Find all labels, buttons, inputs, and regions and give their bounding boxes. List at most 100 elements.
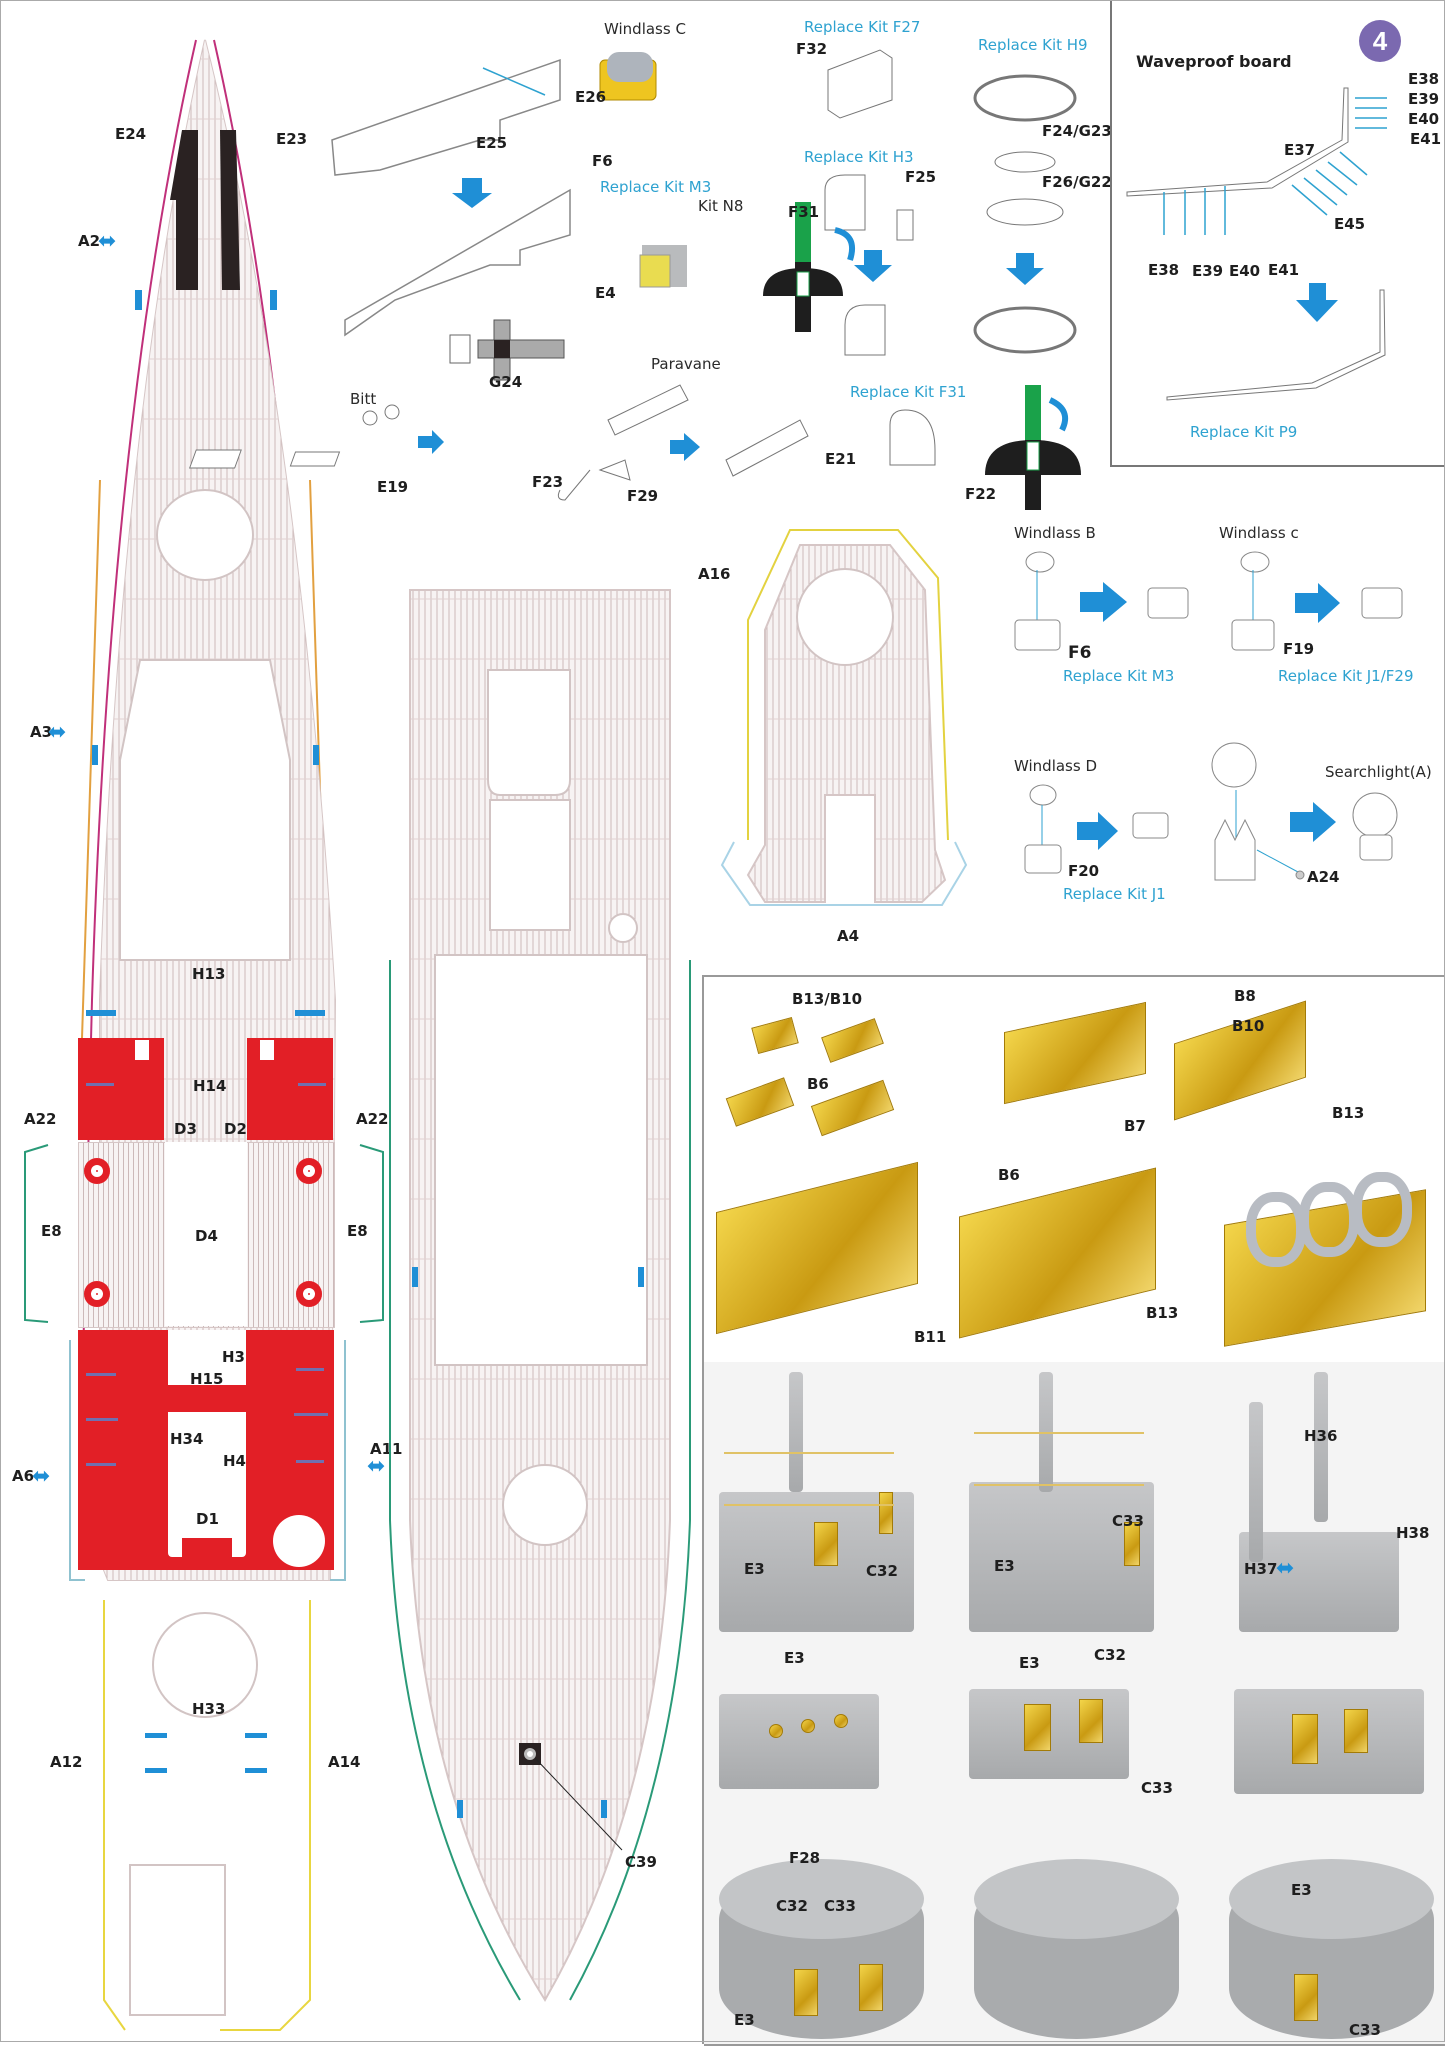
kit-n8-caption: Kit N8	[698, 197, 744, 215]
label-e39-top: E39	[1408, 90, 1440, 108]
label-a11: A11	[370, 1440, 403, 1458]
label-c33-row5: C33	[824, 1897, 856, 1915]
label-b8: B8	[1234, 987, 1256, 1005]
label-h13: H13	[192, 965, 226, 983]
photo-b7-b8: B7 B8 B10 B13	[994, 977, 1445, 1154]
label-b13-b10: B13/B10	[792, 990, 863, 1008]
label-d1: D1	[196, 1510, 219, 1528]
label-b10: B10	[1232, 1017, 1265, 1035]
windlass-c-caption: Windlass C	[604, 20, 686, 38]
label-h3: H3	[222, 1348, 245, 1366]
label-a14: A14	[328, 1753, 361, 1771]
label-b6: B6	[807, 1075, 829, 1093]
label-a22-right: A22	[356, 1110, 389, 1128]
label-c32-row4: C32	[1094, 1649, 1126, 1664]
label-e37: E37	[1284, 141, 1316, 159]
photo-grid: B13/B10 B6 B7 B8 B10 B13 B11 B6 B13 E3	[702, 975, 1445, 2046]
windlass-c-lower-caption: Windlass c	[1219, 524, 1299, 542]
label-a16: A16	[698, 565, 731, 583]
step-title: Waveproof board	[1136, 52, 1292, 71]
d4-ring-4	[296, 1281, 322, 1307]
label-a6: A6	[12, 1467, 35, 1485]
label-e24: E24	[115, 125, 147, 143]
label-c33-row3: C33	[1112, 1512, 1144, 1530]
h13-marker-right	[295, 1010, 325, 1016]
bitt-caption: Bitt	[350, 390, 377, 408]
photo-b11-b6-b13: B11 B6 B13	[704, 1152, 1445, 1364]
deck-plate-d3	[78, 1038, 164, 1140]
label-c32-row5: C32	[776, 1897, 808, 1915]
photo-superstructure: E3 C32 E3 C33 H36 H37 ⬌ H38	[704, 1362, 1445, 1651]
windlass-d-caption: Windlass D	[1014, 757, 1098, 775]
d4-ring-2	[296, 1158, 322, 1184]
replace-kit-h3: Replace Kit H3	[804, 148, 914, 166]
double-arrow-icon: ⬌	[98, 228, 117, 253]
label-e38-top: E38	[1408, 70, 1440, 88]
paravane-caption: Paravane	[651, 355, 721, 373]
label-e41-bottom: E41	[1268, 261, 1300, 279]
label-e8-right: E8	[347, 1222, 368, 1240]
windlass-b-caption: Windlass B	[1014, 524, 1096, 542]
label-f29: F29	[627, 487, 659, 505]
label-e45: E45	[1334, 215, 1366, 233]
label-f24-g23: F24/G23	[1042, 122, 1112, 140]
double-arrow-icon: ⬌	[1276, 1555, 1295, 1580]
label-d3: D3	[174, 1120, 197, 1138]
double-arrow-icon: ⬌	[48, 719, 67, 744]
label-e21: E21	[825, 450, 857, 468]
label-f22: F22	[965, 485, 997, 503]
label-a22-left: A22	[24, 1110, 57, 1128]
label-h38: H38	[1396, 1524, 1430, 1542]
double-arrow-icon: ⬌	[32, 1463, 51, 1488]
label-f20: F20	[1068, 862, 1100, 880]
label-d4: D4	[195, 1227, 218, 1245]
label-h4: H4	[223, 1452, 246, 1470]
label-e4: E4	[595, 284, 616, 302]
label-e40-bottom: E40	[1229, 262, 1261, 280]
label-b7: B7	[1124, 1117, 1146, 1135]
label-e23: E23	[276, 130, 308, 148]
label-h33: H33	[192, 1700, 226, 1718]
photo-boxes: E3 E3 C32 C33	[704, 1649, 1445, 1841]
label-a12: A12	[50, 1753, 83, 1771]
label-e3-row4-b: E3	[1019, 1654, 1040, 1672]
label-c33-row4: C33	[1141, 1779, 1173, 1797]
label-g24: G24	[489, 373, 523, 391]
label-e3-row5-b: E3	[1291, 1881, 1312, 1899]
label-a4: A4	[837, 927, 860, 945]
label-e40-top: E40	[1408, 110, 1440, 128]
replace-kit-f27: Replace Kit F27	[804, 18, 921, 36]
replace-kit-h9: Replace Kit H9	[978, 36, 1088, 54]
photo-b13-b10-b6: B13/B10 B6	[704, 977, 996, 1154]
label-h15: H15	[190, 1370, 224, 1388]
label-f26-g22: F26/G22	[1042, 173, 1112, 191]
h13-marker-left	[86, 1010, 116, 1016]
label-f6: F6	[592, 152, 613, 170]
label-b11: B11	[914, 1328, 947, 1346]
replace-kit-m3-windlass: Replace Kit M3	[1063, 667, 1175, 685]
label-h37: H37	[1244, 1560, 1278, 1578]
label-f31: F31	[788, 203, 820, 221]
label-f19: F19	[1283, 640, 1315, 658]
d4-ring-1	[84, 1158, 110, 1184]
replace-kit-j1: Replace Kit J1	[1063, 885, 1166, 903]
label-f32: F32	[796, 40, 828, 58]
label-a2: A2	[78, 232, 101, 250]
label-f23: F23	[532, 473, 564, 491]
label-e3-row5-a: E3	[734, 2011, 755, 2029]
label-c39: C39	[625, 1853, 657, 1871]
label-b13-row2: B13	[1146, 1304, 1179, 1322]
d4-ring-3	[84, 1281, 110, 1307]
label-h14: H14	[193, 1077, 227, 1095]
double-arrow-icon: ⬌	[367, 1453, 386, 1478]
label-e8-left: E8	[41, 1222, 62, 1240]
label-e3-row3-b: E3	[994, 1557, 1015, 1575]
label-e3-row4-a: E3	[784, 1649, 805, 1667]
label-c33-row5-b: C33	[1349, 2021, 1381, 2039]
replace-kit-j1-f29: Replace Kit J1/F29	[1278, 667, 1414, 685]
label-a3: A3	[30, 723, 53, 741]
label-e19: E19	[377, 478, 409, 496]
label-e38-bottom: E38	[1148, 261, 1180, 279]
label-e3-row3-a: E3	[744, 1560, 765, 1578]
step-4-panel: 4 Waveproof board E38 E39 E40 E41 E37 E4…	[1110, 0, 1445, 467]
